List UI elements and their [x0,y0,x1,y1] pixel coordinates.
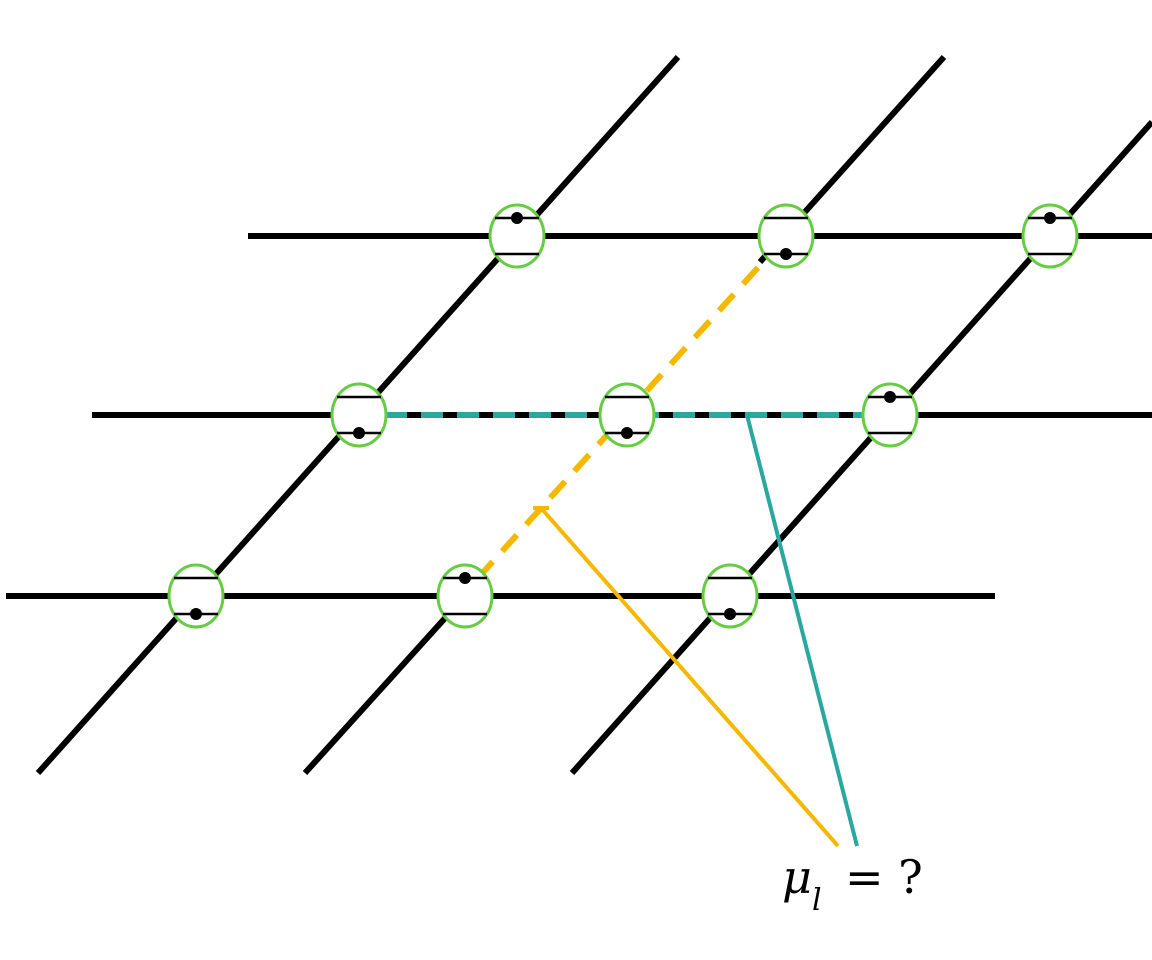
chemical-potential-label: μ l = ? [782,850,923,918]
electron-dot [1044,212,1056,224]
site-ring [330,382,388,448]
electron-dot [459,572,471,584]
site-ring [436,563,494,629]
electron-dot [780,248,792,260]
lattice-site [701,563,759,629]
callout-line-yellow [539,506,840,848]
label-symbol: μ [782,850,812,904]
lattice-site [330,382,388,448]
lattice-site [488,203,546,269]
site-ring [167,563,225,629]
site-ring [1021,203,1079,269]
site-ring [701,563,759,629]
sites-layer [167,203,1079,629]
callout-line-teal [745,414,859,847]
lattice-site [167,563,225,629]
site-ring [488,203,546,269]
lattice-site [861,382,919,448]
label-subscript: l [812,883,822,918]
electron-dot [884,391,896,403]
site-ring [757,203,815,269]
electron-dot [724,608,736,620]
electron-dot [353,427,365,439]
lattice-site [757,203,815,269]
electron-dot [190,608,202,620]
lattice-site [436,563,494,629]
label-equals-question: = ? [845,850,923,904]
site-ring [861,382,919,448]
lattice-site [1021,203,1079,269]
electron-dot [621,427,633,439]
electron-dot [511,212,523,224]
site-ring [598,382,656,448]
diagonal-line-center [302,593,468,776]
lattice-site [598,382,656,448]
